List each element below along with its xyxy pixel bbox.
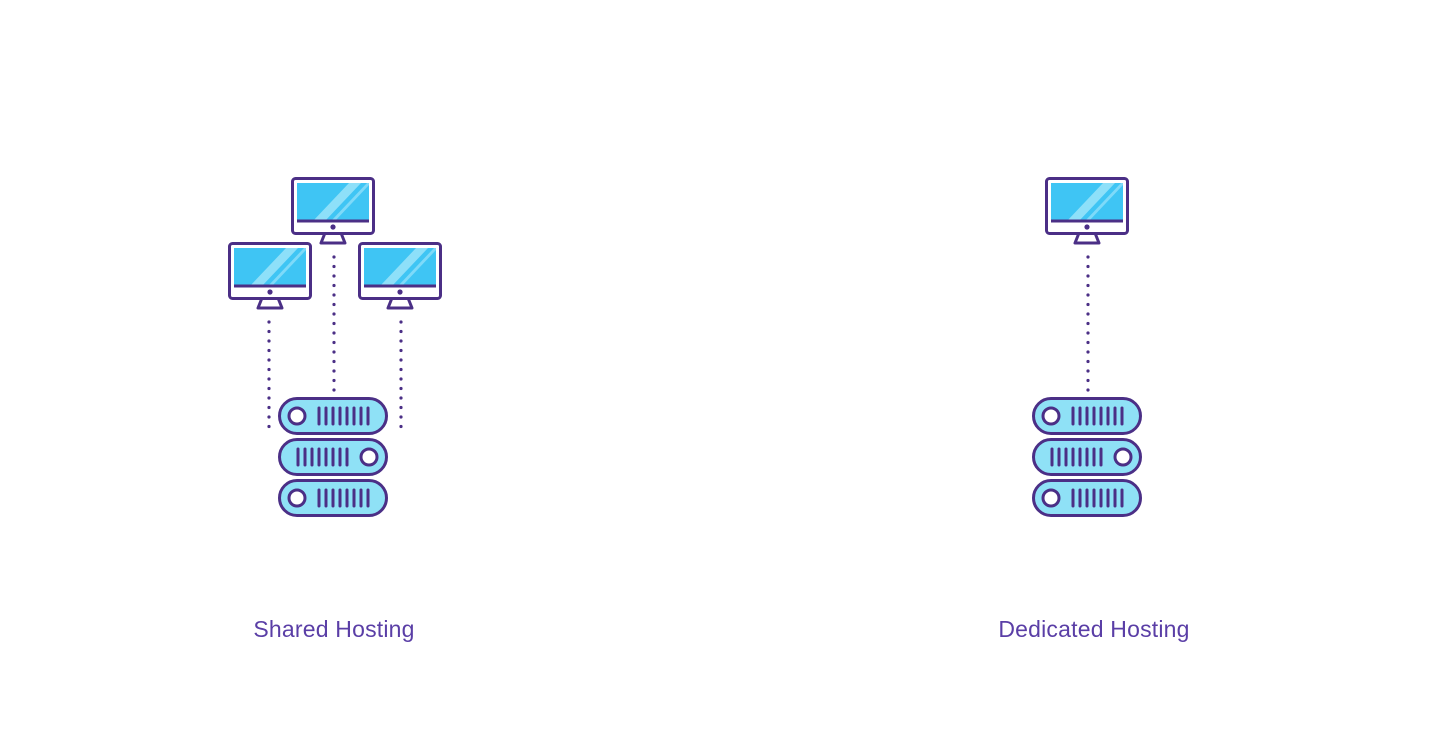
server-unit-1: [1032, 397, 1142, 435]
server-stack-icon: [278, 397, 388, 517]
shared-hosting-diagram: [228, 177, 442, 517]
server-unit-1: [278, 397, 388, 435]
shared-connection-lines: [267, 255, 403, 432]
server-unit-3: [278, 479, 388, 517]
dedicated-hosting-diagram: [1032, 177, 1142, 517]
monitor-icon-left: [228, 242, 312, 310]
shared-hosting-label: Shared Hosting: [253, 616, 415, 642]
monitor-icon-single: [1045, 177, 1129, 245]
monitor-icon-top: [291, 177, 375, 245]
server-unit-2: [1032, 438, 1142, 476]
dedicated-hosting-label: Dedicated Hosting: [998, 616, 1190, 642]
server-stack-icon: [1032, 397, 1142, 517]
server-unit-2: [278, 438, 388, 476]
server-unit-3: [1032, 479, 1142, 517]
monitor-icon-right: [358, 242, 442, 310]
